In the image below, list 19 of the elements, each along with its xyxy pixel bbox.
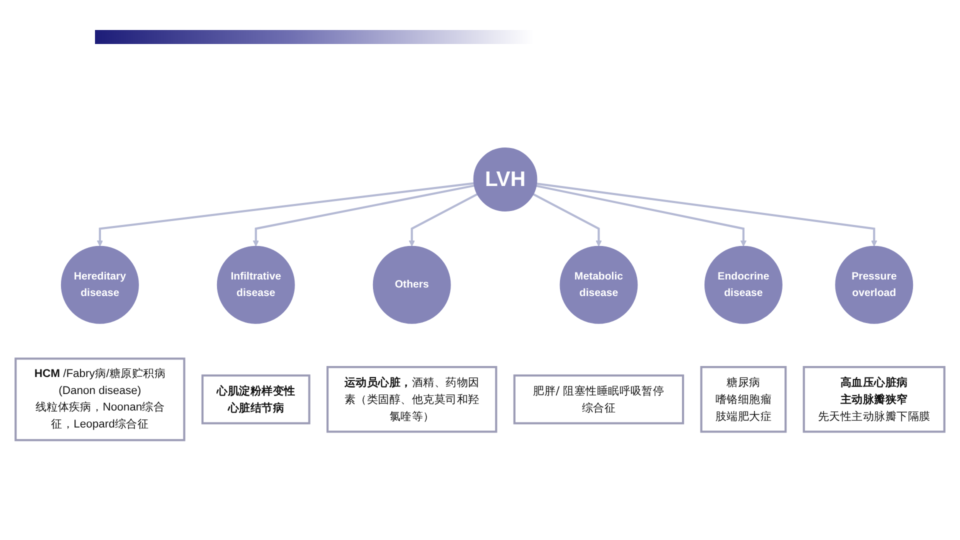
disease-list-box: HCM /Fabry病/糖原贮积病(Danon disease) 线粒体疾病，Noonan综合征，Leopard综合征 xyxy=(14,358,186,442)
disease-list-box: 肥胖/ 阻塞性睡眠呼吸暂停综合征 xyxy=(513,374,684,424)
disease-list-box: 运动员心脏，酒精、药物因素（类固醇、他克莫司和羟氯喹等） xyxy=(326,366,498,433)
category-circle: Pressure overload xyxy=(835,246,914,324)
category-circle: Hereditary disease xyxy=(60,246,139,324)
category-circle: Endocrine disease xyxy=(704,246,782,324)
arrow xyxy=(408,193,478,246)
disease-list-box: 高血压心脏病 主动脉瓣狭窄 先天性主动脉瓣下隔膜 xyxy=(802,366,946,433)
category-circle: Metabolic disease xyxy=(560,246,638,324)
disease-list-box: 糖尿病 嗜铬细胞瘤 肢端肥大症 xyxy=(700,366,787,433)
disease-list-box: 心肌淀粉样变性 心脏结节病 xyxy=(201,374,310,424)
category-circle: Infiltrative disease xyxy=(216,246,295,324)
category-circle: Others xyxy=(372,246,451,324)
center-circle: LVH xyxy=(473,148,538,212)
arrow xyxy=(96,182,474,246)
arrow xyxy=(536,184,747,246)
arrow xyxy=(532,193,602,246)
arrow xyxy=(536,182,878,246)
arrow xyxy=(252,184,474,246)
